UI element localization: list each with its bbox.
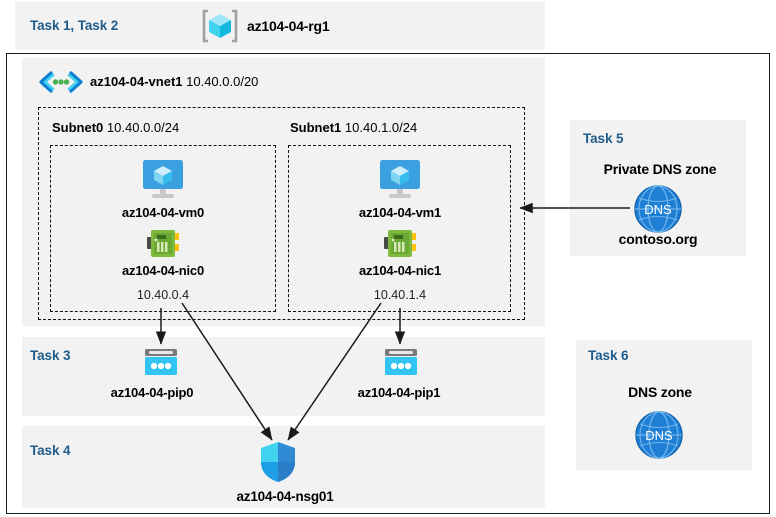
- network-interface-icon: [382, 228, 419, 260]
- subnet0-dashed-box: [50, 145, 276, 312]
- nsg-name: az104-04-nsg01: [236, 489, 334, 504]
- public-dns-heading: DNS zone: [628, 384, 692, 400]
- virtual-network-icon: [38, 70, 84, 94]
- task-label-public-ip: Task 3: [30, 348, 71, 363]
- dns-icon-text: DNS: [644, 202, 672, 217]
- pip1-name: az104-04-pip1: [357, 385, 441, 400]
- subnet1-label: Subnet1 10.40.1.0/24: [290, 120, 417, 135]
- subnet0-name: Subnet0: [52, 120, 104, 135]
- vnet-address-space: 10.40.0.0/20: [186, 74, 259, 89]
- public-ip-panel: [22, 337, 545, 416]
- task-label-public-dns: Task 6: [588, 348, 629, 363]
- subnet1-cidr: 10.40.1.0/24: [344, 120, 418, 135]
- nic1-name: az104-04-nic1: [359, 263, 441, 278]
- pip0-name: az104-04-pip0: [110, 385, 194, 400]
- task-label-nsg: Task 4: [30, 443, 71, 458]
- virtual-machine-icon: [377, 158, 423, 200]
- vnet-label: az104-04-vnet1 10.40.0.0/20: [90, 74, 258, 89]
- vnet-name: az104-04-vnet1: [90, 74, 183, 89]
- network-security-group-icon: [258, 440, 298, 484]
- public-ip-address-icon: [142, 347, 180, 379]
- network-interface-icon: [145, 228, 182, 260]
- public-ip-address-icon: [382, 347, 420, 379]
- private-dns-heading: Private DNS zone: [603, 161, 717, 177]
- nic0-name: az104-04-nic0: [122, 263, 204, 278]
- task-label-rg: Task 1, Task 2: [30, 18, 119, 33]
- vm0-name: az104-04-vm0: [121, 205, 205, 220]
- resource-group-name: az104-04-rg1: [247, 18, 330, 34]
- nic1-ip: 10.40.1.4: [373, 288, 427, 302]
- resource-group-icon: [200, 7, 240, 45]
- subnets-dashed-container: [38, 107, 525, 320]
- vnet-panel: [22, 58, 545, 326]
- subnet0-cidr: 10.40.0.0/24: [106, 120, 180, 135]
- dns-zone-icon: DNS: [632, 183, 684, 235]
- vm1-name: az104-04-vm1: [358, 205, 442, 220]
- dns-zone-icon: DNS: [633, 409, 685, 461]
- nic0-ip: 10.40.0.4: [136, 288, 190, 302]
- private-dns-zone-name: contoso.org: [618, 231, 698, 247]
- task-label-private-dns: Task 5: [583, 131, 624, 146]
- dns-icon-text: DNS: [645, 428, 673, 443]
- subnet1-name: Subnet1: [290, 120, 342, 135]
- resource-group-header-panel: [15, 2, 545, 50]
- virtual-machine-icon: [140, 158, 186, 200]
- subnet0-label: Subnet0 10.40.0.0/24: [52, 120, 179, 135]
